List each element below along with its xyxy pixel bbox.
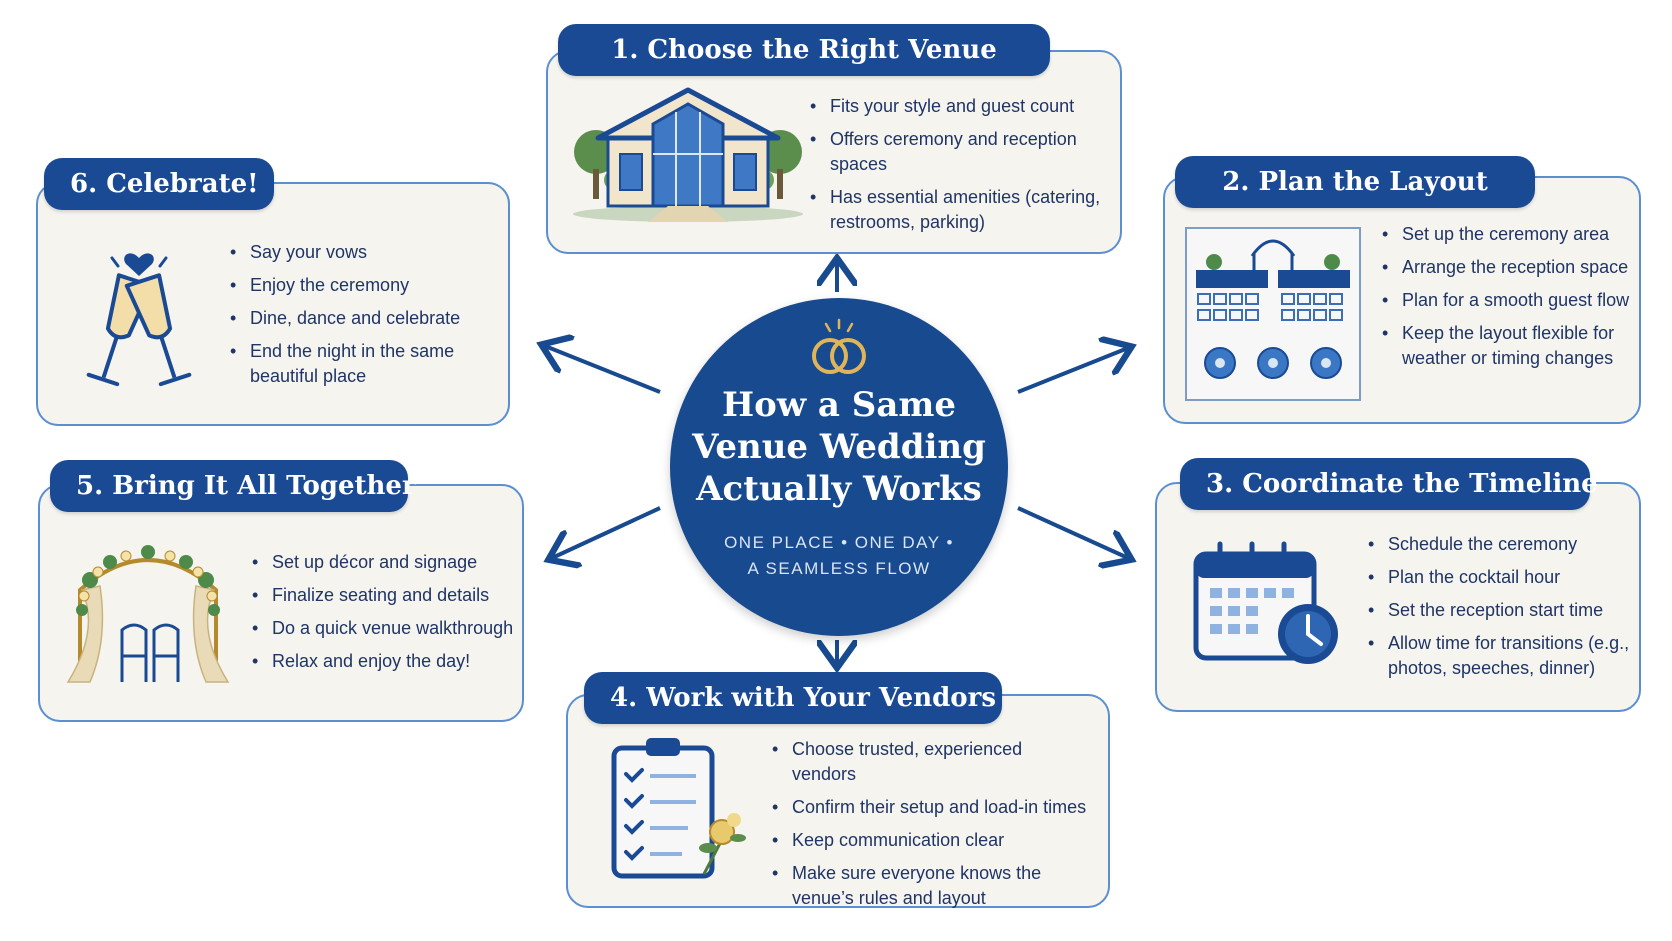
step-6-bullets: Say your vows Enjoy the ceremony Dine, d…: [228, 240, 494, 397]
hub-title: How a Same Venue Wedding Actually Works: [692, 385, 986, 509]
step-5-bullets: Set up décor and signage Finalize seatin…: [250, 550, 520, 682]
list-item: Arrange the reception space: [1380, 255, 1630, 280]
list-item: Plan for a smooth guest flow: [1380, 288, 1630, 313]
list-item: Do a quick venue walkthrough: [250, 616, 520, 641]
list-item: Offers ceremony and reception spaces: [808, 127, 1108, 177]
list-item: Set the reception start time: [1366, 598, 1636, 623]
clipboard-checklist-icon: [611, 738, 746, 879]
floral-arch-icon: [66, 545, 230, 683]
step-3-title: 3. Coordinate the Timeline: [1180, 458, 1598, 510]
list-item: Set up décor and signage: [250, 550, 520, 575]
step-1-title: 1. Choose the Right Venue: [558, 24, 1050, 76]
arrow-to-step-5: [552, 506, 661, 558]
venue-building-icon: [573, 87, 803, 222]
list-item: Choose trusted, experienced vendors: [770, 737, 1090, 787]
list-item: Set up the ceremony area: [1380, 222, 1630, 247]
list-item: Say your vows: [228, 240, 494, 265]
list-item: Keep communication clear: [770, 828, 1090, 853]
list-item: Allow time for transitions (e.g., photos…: [1366, 631, 1636, 681]
list-item: Dine, dance and celebrate: [228, 306, 494, 331]
calendar-clock-icon: [1193, 541, 1338, 664]
step-4-bullets: Choose trusted, experienced vendors Conf…: [770, 737, 1090, 919]
list-item: Fits your style and guest count: [808, 94, 1108, 119]
step-3-bullets: Schedule the ceremony Plan the cocktail …: [1366, 532, 1636, 689]
list-item: End the night in the same beautiful plac…: [228, 339, 494, 389]
step-1-bullets: Fits your style and guest count Offers c…: [808, 94, 1108, 243]
step-2-title: 2. Plan the Layout: [1175, 156, 1535, 208]
list-item: Plan the cocktail hour: [1366, 565, 1636, 590]
list-item: Schedule the ceremony: [1366, 532, 1636, 557]
step-4-title: 4. Work with Your Vendors: [584, 672, 1002, 724]
list-item: Relax and enjoy the day!: [250, 649, 520, 674]
list-item: Confirm their setup and load-in times: [770, 795, 1090, 820]
arrow-to-step-6: [545, 346, 661, 394]
champagne-toast-icon: [86, 253, 192, 387]
wedding-rings-icon: [812, 318, 866, 374]
list-item: Has essential amenities (catering, restr…: [808, 185, 1108, 235]
step-6-title: 6. Celebrate!: [44, 158, 274, 210]
list-item: Make sure everyone knows the venue’s rul…: [770, 861, 1090, 911]
floor-plan-icon: [1185, 227, 1361, 401]
list-item: Enjoy the ceremony: [228, 273, 494, 298]
arrow-to-step-2: [1017, 348, 1128, 394]
arrow-to-step-3: [1017, 506, 1128, 558]
hub-subtitle: ONE PLACE • ONE DAY • A SEAMLESS FLOW: [724, 533, 954, 578]
central-hub: How a Same Venue Wedding Actually Works …: [670, 298, 1008, 636]
step-5-title: 5. Bring It All Together: [50, 460, 416, 512]
list-item: Keep the layout flexible for weather or …: [1380, 321, 1630, 371]
step-2-bullets: Set up the ceremony area Arrange the rec…: [1380, 222, 1630, 379]
list-item: Finalize seating and details: [250, 583, 520, 608]
